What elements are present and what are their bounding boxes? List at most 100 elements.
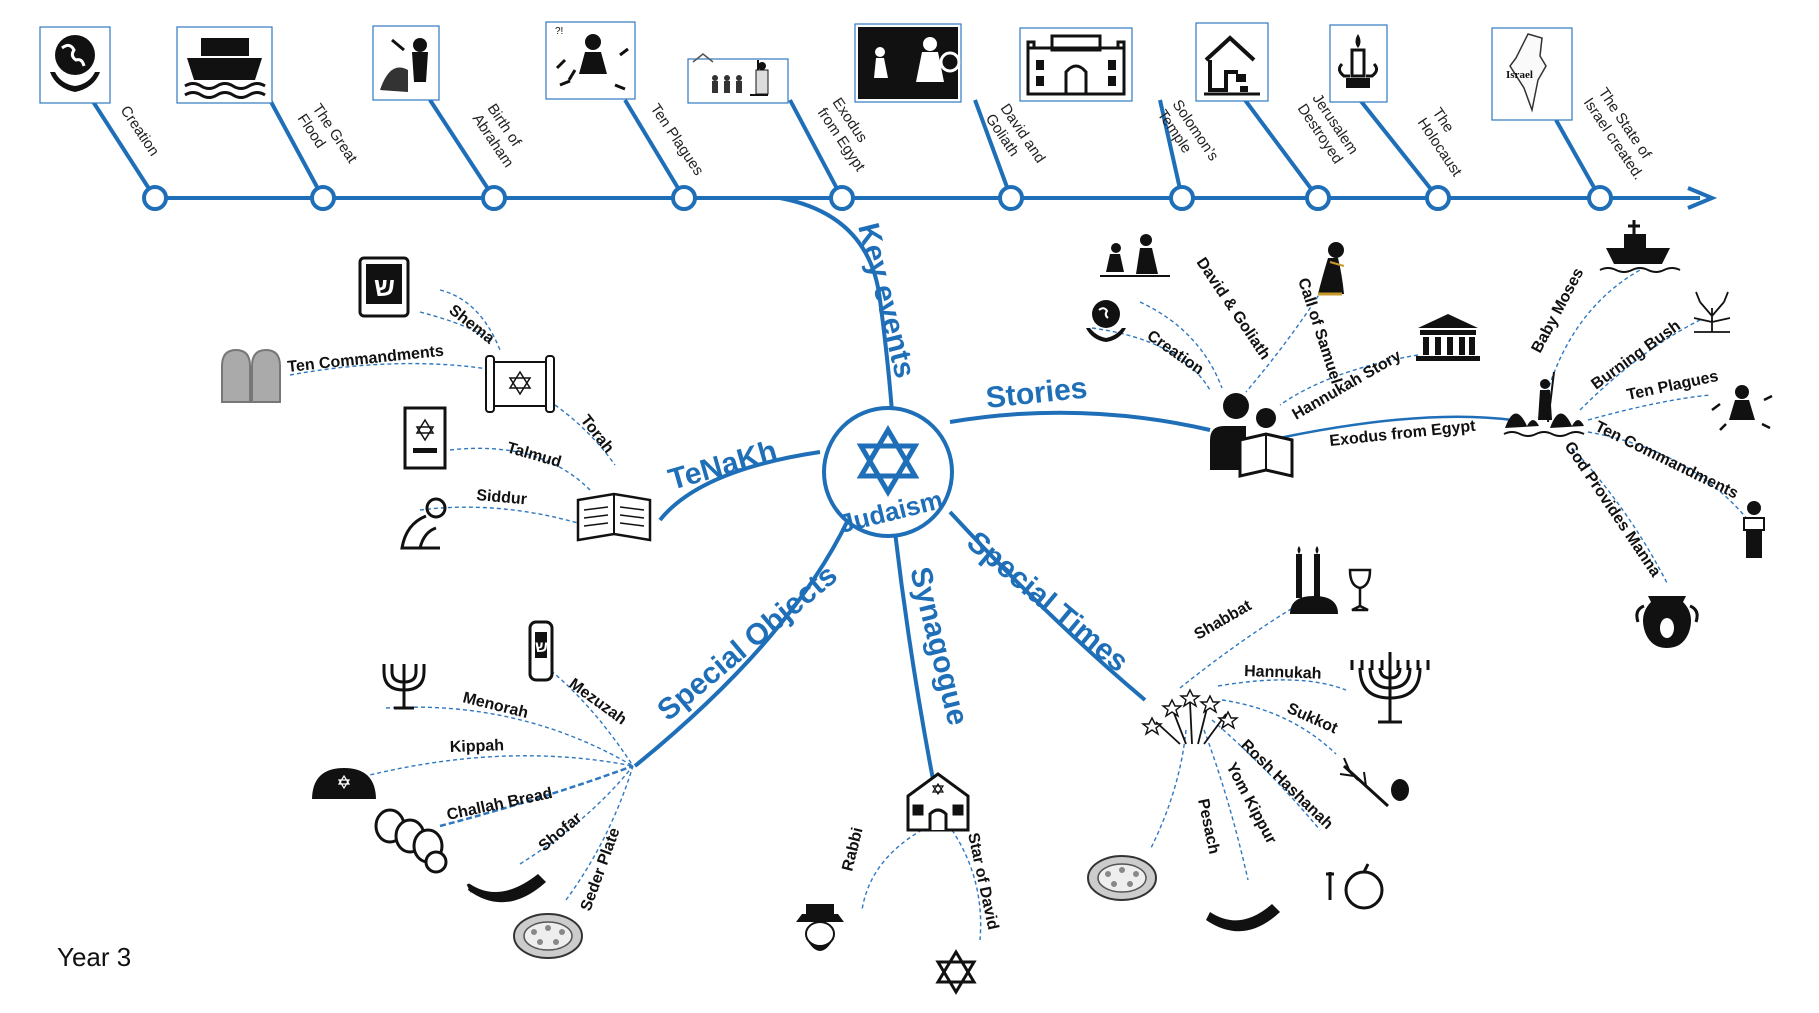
exodus-icon: [687, 53, 789, 104]
columned-building-icon: [1416, 314, 1480, 361]
ruins-icon: [1195, 22, 1269, 102]
svg-text:ש: ש: [535, 639, 548, 656]
open-book-icon: [576, 492, 652, 542]
ark-icon: [176, 26, 273, 104]
tenakh-talmud: Talmud: [505, 440, 563, 472]
earth-hands-icon: [39, 26, 111, 104]
candle-icon: [1329, 24, 1388, 103]
branch-label-tenakh: TeNaKh: [665, 434, 781, 496]
branch-line-special-objects: [633, 519, 850, 768]
synagogue-star-of-david: Star of David: [964, 831, 1001, 931]
center-node: Judaism: [822, 406, 954, 539]
praying-figure-icon: [400, 497, 447, 550]
branch-line-key-events: [779, 196, 894, 413]
story-david-goliath: David & Goliath: [1193, 255, 1274, 363]
timeline-node: [1169, 185, 1195, 211]
earth-hands-small-icon: [1086, 300, 1126, 342]
timeline-label-birth-abraham: Birth ofAbraham: [469, 101, 532, 171]
plagues-icon: ?!: [545, 21, 636, 100]
israel-map-icon: Israel: [1491, 27, 1573, 121]
shofar-icon: [466, 874, 546, 903]
synagogue-rabbi: Rabbi: [839, 826, 866, 873]
timeline-label-ten-plagues: Ten Plagues: [647, 101, 707, 179]
branch-line-exodus: [1269, 415, 1513, 442]
timeline-node: [142, 185, 168, 211]
branch-label-stories: Stories: [984, 372, 1089, 415]
timeline-node: [998, 185, 1024, 211]
apple-honey-icon: [1326, 863, 1384, 910]
branch-label-synagogue: Synagogue: [903, 564, 974, 729]
hanukkiah-icon: [1350, 652, 1430, 724]
shema-book-icon: ש: [358, 256, 410, 318]
tenakh-torah: Torah: [577, 412, 617, 457]
timeline-arrow-head: [1687, 186, 1718, 210]
tenakh-siddur: Siddur: [476, 487, 528, 508]
main-branches: [633, 196, 1513, 791]
synagogue-group: Rabbi Star of David: [796, 772, 1001, 995]
star-of-david-icon: [856, 425, 920, 497]
timeline-label-holocaust: TheHolocaust: [1414, 105, 1481, 181]
timeline-node: [671, 185, 697, 211]
timeline-label-david-goliath: David andGoliath: [982, 101, 1049, 177]
object-shofar: Shofar: [536, 809, 586, 855]
exodus-subgroup: Baby Moses Burning Bush Ten Plagues Ten …: [1503, 220, 1773, 648]
object-challah-bread: Challah Bread: [445, 785, 554, 824]
shofar-yom-kippur-icon: [1206, 904, 1280, 932]
burning-bush-icon: [1693, 291, 1731, 333]
mezuzah-icon: ש: [528, 620, 554, 682]
samuel-kneeling-icon: [1318, 242, 1345, 296]
story-creation: Creation: [1144, 327, 1207, 378]
object-mezuzah: Mezuzah: [566, 675, 630, 728]
timeline-connectors: [90, 98, 1602, 200]
moses-tablets-icon: [1743, 501, 1765, 558]
object-menorah: Menorah: [461, 689, 530, 722]
special-times-group: Shabbat Hannukah Sukkot Rosh Hashanah Yo…: [1087, 546, 1430, 932]
tenakh-group: ש Shema Ten Commandments Torah T: [221, 256, 652, 550]
branch-line-special-times: [948, 510, 1147, 702]
exodus-ten-commandments: Ten Commandments: [1592, 418, 1741, 502]
tablets-icon: [221, 348, 281, 403]
svg-text:ש: ש: [374, 272, 395, 302]
seder-plate-icon: [513, 913, 583, 959]
manna-pot-icon: [1635, 596, 1699, 648]
synagogue-building-icon: [906, 772, 970, 832]
branch-line-synagogue: [893, 531, 937, 791]
timeline-label-solomons-temple: Solomon’sTemple: [1154, 97, 1222, 174]
timeline-node: [481, 185, 507, 211]
challah-bread-icon: [374, 808, 448, 874]
branch-line-tenakh: [658, 450, 821, 522]
timeline-node: [310, 185, 336, 211]
reading-people-icon: [1210, 393, 1294, 478]
timeline-node: [1587, 185, 1613, 211]
branch-label-special-objects: Special Objects: [651, 558, 843, 727]
time-shabbat: Shabbat: [1192, 597, 1256, 644]
seder-plate-pesach-icon: [1087, 855, 1157, 901]
david-goliath-icon: [854, 23, 962, 103]
time-hannukah: Hannukah: [1244, 663, 1322, 683]
story-exodus: Exodus from Egypt: [1329, 418, 1477, 450]
kippah-icon: [312, 768, 376, 801]
special-objects-group: ש Menorah Mezuzah Kippah Challah B: [312, 620, 634, 959]
timeline: ?!: [39, 21, 1718, 211]
tenakh-ten-commandments: Ten Commandments: [287, 343, 445, 376]
star-of-david-small-icon: [935, 949, 977, 995]
exodus-baby-moses: Baby Moses: [1529, 265, 1588, 356]
temple-icon: [1019, 27, 1133, 102]
boat-icon: [1599, 220, 1681, 273]
david-goliath-small-icon: [1100, 234, 1170, 277]
timeline-node: [1425, 185, 1451, 211]
timeline-node: [829, 185, 855, 211]
branch-line-stories: [949, 410, 1211, 432]
talmud-book-icon: [403, 406, 447, 470]
abraham-icon: [372, 25, 440, 101]
timeline-label-state-of-israel: The State ofIsrael created.: [1580, 85, 1662, 183]
plagues-small-icon: [1711, 385, 1773, 431]
menorah-icon: [382, 664, 426, 710]
object-kippah: Kippah: [450, 737, 505, 756]
branch-label-special-times: Special Times: [961, 525, 1135, 679]
svg-text:?!: ?!: [555, 26, 563, 37]
fireworks-icon: [1141, 688, 1239, 745]
object-seder-plate: Seder Plate: [578, 826, 624, 914]
branch-label-key-events: Key events: [851, 220, 921, 382]
